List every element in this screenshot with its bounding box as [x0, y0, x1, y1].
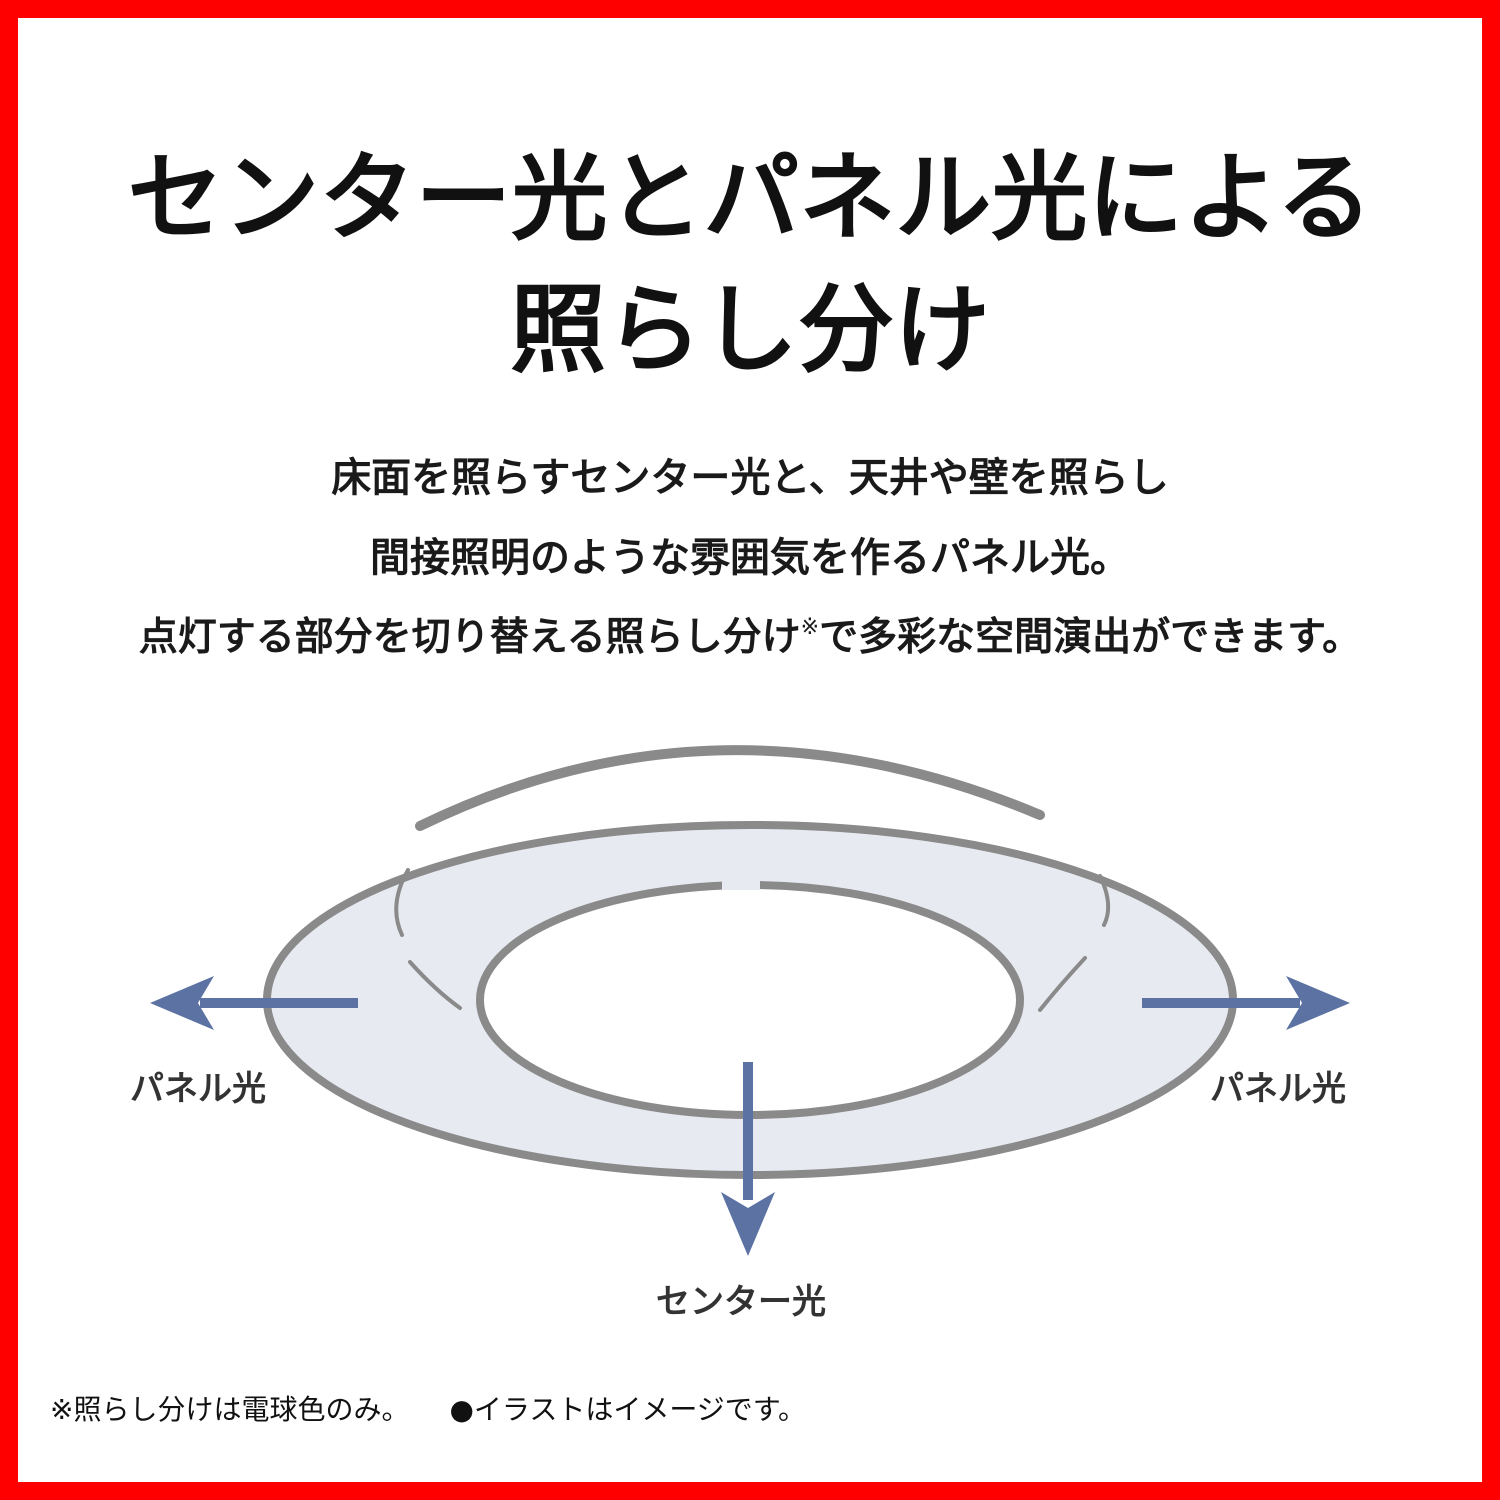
inner-highlight-gap [722, 878, 760, 890]
right-slope-curve-2 [1038, 956, 1087, 1012]
right-slope-curve-1 [1098, 874, 1111, 927]
footnote-note: ※照らし分けは電球色のみ。 [50, 1393, 410, 1426]
title-line-1: センター光とパネル光による [127, 142, 1373, 254]
right-arrow [1142, 976, 1350, 1030]
outer-ring-swoosh [349, 805, 763, 879]
footnote-image-note: ●イラストはイメージです。 [449, 1393, 806, 1426]
description-line-2: 間接照明のような雰囲気を作るパネル光。 [370, 535, 1130, 581]
left-slope-curve-2 [408, 960, 462, 1010]
description-line-3-rest: で多彩な空間演出ができます。 [819, 615, 1362, 660]
footnote: ※照らし分けは電球色のみ。 ●イラストはイメージです。 [50, 1396, 806, 1424]
footnote-mark: ※ [800, 615, 820, 640]
down-arrow [721, 1062, 775, 1256]
label-panel-light-right: パネル光 [1210, 1069, 1346, 1109]
description-line-1: 床面を照らすセンター光と、天井や壁を照らし [331, 455, 1169, 501]
cover-top-arc [415, 745, 1045, 831]
description-line-3-text: 点灯する部分を切り替える照らし分け [138, 615, 801, 660]
label-center-light: センター光 [656, 1282, 826, 1322]
lighting-diagram [150, 745, 1350, 1256]
left-arrow [150, 976, 358, 1030]
left-slope-curve-1 [394, 868, 410, 937]
label-panel-light-left: パネル光 [130, 1069, 266, 1109]
title-line-2: 照らし分け [510, 274, 990, 386]
description-line-3: 点灯する部分を切り替える照らし分け※で多彩な空間演出ができます。 [0, 615, 1500, 660]
